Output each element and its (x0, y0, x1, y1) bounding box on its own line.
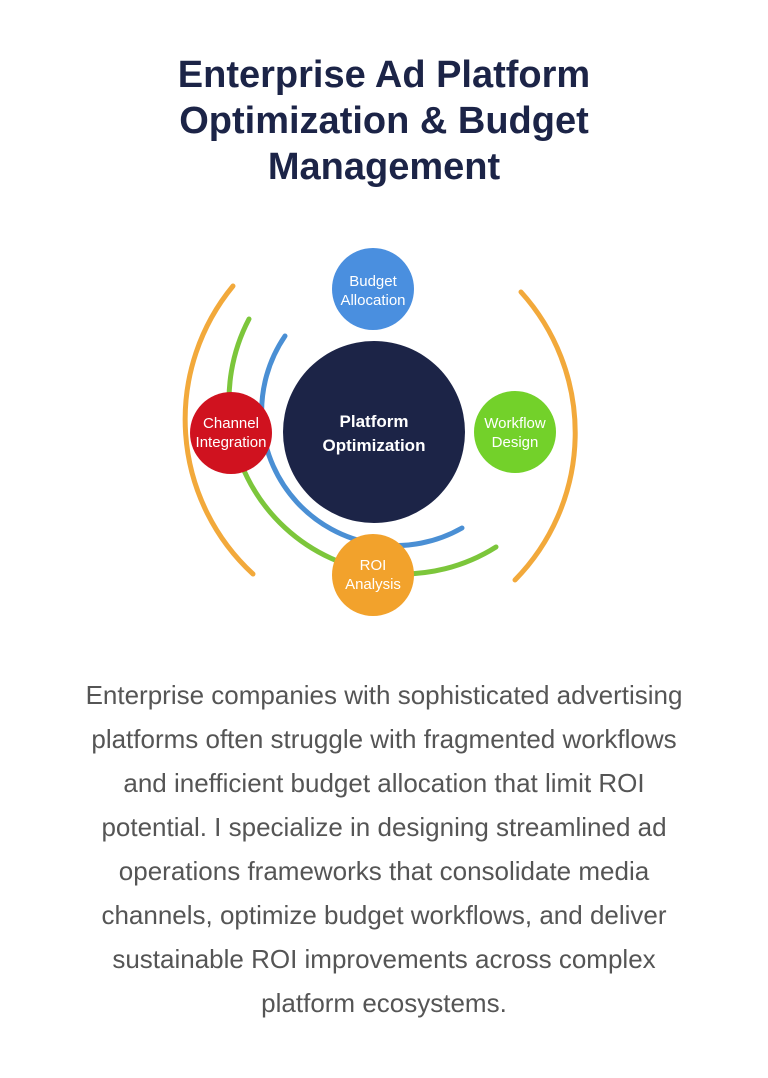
outer-arc-left (182, 283, 256, 577)
description-line-6: channels, optimize budget workflows, and… (101, 900, 667, 930)
node-budget-allocation: Budget Allocation (332, 248, 414, 330)
node-roi-analysis: ROI Analysis (332, 534, 414, 616)
description-line-3: and inefficient budget allocation that l… (123, 768, 645, 798)
node-channel-label-line-2: Integration (196, 434, 267, 451)
page-title-line-1: Enterprise Ad Platform (177, 54, 591, 96)
outer-arc-right (512, 289, 578, 583)
inner-arc (259, 333, 465, 549)
node-workflow-design: Workflow Design (474, 391, 556, 473)
description-line-4: potential. I specialize in designing str… (101, 812, 667, 842)
page-title-line-2: Optimization & Budget (179, 100, 589, 142)
node-workflow-label-line-2: Design (492, 434, 539, 451)
node-roi-label-line-1: ROI (360, 557, 387, 574)
optimization-diagram: Platform Optimization Budget Allocation … (182, 248, 578, 616)
center-node-platform-optimization: Platform Optimization (283, 341, 465, 523)
page-title-line-3: Management (267, 146, 501, 188)
description-line-7: sustainable ROI improvements across comp… (112, 944, 656, 974)
node-channel-label-line-1: Channel (203, 415, 259, 432)
center-node-label-line-2: Optimization (323, 436, 426, 455)
description-line-5: operations frameworks that consolidate m… (118, 856, 650, 886)
description-line-1: Enterprise companies with sophisticated … (85, 680, 683, 710)
node-budget-label-line-1: Budget (349, 273, 397, 290)
node-budget-label-line-2: Allocation (340, 292, 405, 309)
description-line-2: platforms often struggle with fragmented… (91, 724, 677, 754)
node-workflow-label-line-1: Workflow (484, 415, 546, 432)
node-channel-integration: Channel Integration (190, 392, 272, 474)
center-node-label-line-1: Platform (340, 412, 409, 431)
page-title: Enterprise Ad Platform Optimization & Bu… (0, 52, 768, 190)
description-line-8: platform ecosystems. (261, 988, 507, 1018)
middle-arc (226, 316, 499, 577)
description-paragraph: Enterprise companies with sophisticated … (40, 673, 728, 1025)
node-roi-label-line-2: Analysis (345, 576, 401, 593)
